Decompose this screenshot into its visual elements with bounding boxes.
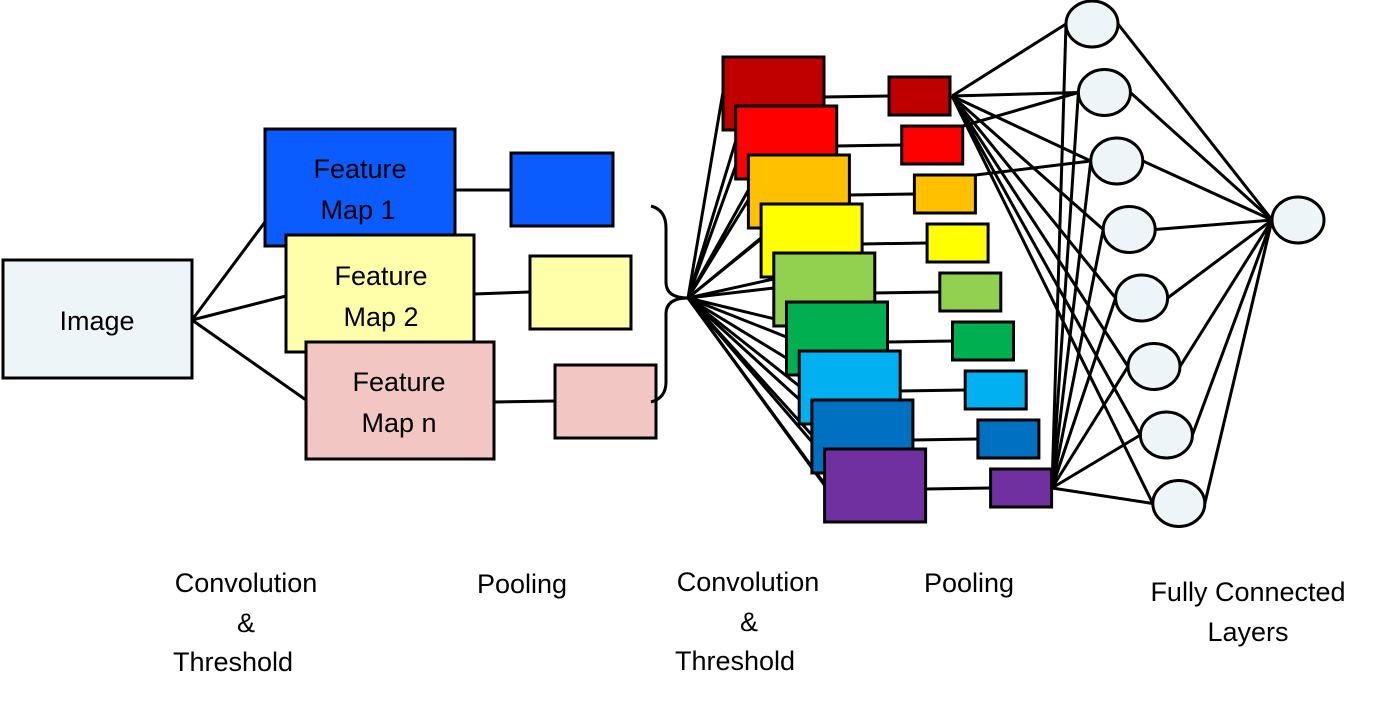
map-to-pool-line-4 (861, 241, 928, 246)
brace-to-map-line-6a (687, 296, 788, 339)
conv2-label-line3: Threshold (675, 646, 795, 676)
map-to-pool-line-5 (873, 290, 940, 295)
map-to-pool-line-7 (899, 388, 966, 393)
pooled-map-2 (528, 254, 633, 331)
feature-map-2-line2: Map 2 (343, 302, 418, 332)
fc-output-line-5 (1166, 218, 1273, 300)
pool2-map-4 (925, 222, 990, 264)
image-to-map1-line (190, 221, 267, 321)
fc-bottom-line-1 (1050, 23, 1068, 489)
map-to-pool-line-6 (886, 339, 953, 344)
fc-output-line-2 (1129, 91, 1274, 222)
fc-bottom-line-3 (1050, 160, 1093, 489)
brace-to-map-line-7a (687, 296, 801, 388)
conv1-label-line3: Threshold (173, 647, 293, 677)
second-conv-pool-stage (721, 55, 1054, 524)
feature-map-2-line1: Feature (334, 261, 427, 291)
fc-output-node (1270, 195, 1326, 245)
image-box (1, 258, 194, 380)
image-label: Image (59, 306, 134, 336)
conv2-label-line2: & (740, 607, 758, 637)
fc-bottom-line-7 (1051, 433, 1142, 490)
image-to-map2-line (191, 294, 287, 322)
fc-top-line-2 (951, 91, 1079, 98)
fc-top-line-1 (951, 22, 1067, 98)
fc-label-line1: Fully Connected (1150, 577, 1345, 607)
pool2-map-3 (912, 173, 977, 215)
brace-to-map-line-5a (687, 286, 774, 300)
fc-hidden-node-2 (1076, 68, 1132, 117)
fc-hidden-node-1 (1064, 0, 1120, 49)
fc-top-line-4 (951, 94, 1105, 231)
pooled-map-1 (509, 151, 615, 228)
map-to-pool-line-2 (835, 143, 902, 148)
fc-hidden-node-4 (1101, 205, 1157, 254)
fc-hidden-node-6 (1126, 342, 1182, 391)
feature-map-2-box (284, 233, 476, 354)
map2-to-pool2-line (473, 290, 531, 296)
pool2-map-7 (963, 369, 1028, 411)
pool2-map-8 (976, 418, 1041, 460)
conv1-label-line2: & (237, 608, 255, 638)
stage-labels: Convolution & Threshold Pooling Convolut… (173, 567, 1346, 677)
fc-mid-line-1 (962, 91, 1079, 128)
fc-output-line-8 (1203, 219, 1274, 504)
pool1-label: Pooling (477, 569, 567, 599)
feature-map-2: Feature Map 2 (284, 233, 476, 354)
fully-connected-layers (1064, 0, 1326, 528)
fc-bottom-line-2 (1050, 92, 1080, 489)
fc-output-line-1 (1116, 23, 1274, 221)
pool2-map-2 (900, 124, 965, 166)
fc-label-line2: Layers (1207, 617, 1288, 647)
mapn-to-pooln-line (493, 399, 556, 404)
fc-top-line-8 (950, 95, 1155, 505)
feature-map-n-line2: Map n (361, 408, 436, 438)
fc-hidden-node-3 (1089, 136, 1145, 186)
fc-output-line-7 (1190, 219, 1274, 436)
pool2-map-1 (887, 75, 952, 117)
pool2-label: Pooling (924, 568, 1014, 598)
image-to-mapn-line (191, 318, 307, 402)
brace-to-map-line-2a (686, 140, 738, 299)
conv2-label-line1: Convolution (677, 567, 820, 597)
feature-map-n-line1: Feature (352, 367, 445, 397)
brace-to-map-line-3a (686, 189, 750, 299)
fc-top-line-7 (950, 95, 1142, 436)
feature-map-1-line1: Feature (313, 154, 406, 184)
map-to-pool-line-1 (822, 94, 890, 99)
fc-top-line-6 (950, 95, 1130, 368)
image-input: Image (1, 258, 194, 380)
feature-map-n: Feature Map n (304, 340, 496, 461)
feature-map-1-line2: Map 1 (320, 195, 395, 225)
fc-bottom-line-6 (1050, 365, 1130, 489)
fc-top-line-5 (950, 95, 1117, 299)
brace-to-map-line-1a (686, 91, 725, 299)
pool2-map-6 (951, 320, 1015, 362)
conv2-feature-map-9 (823, 447, 928, 524)
grouping-brace (650, 204, 689, 404)
fc-output-line-4 (1155, 218, 1273, 231)
conv1-label-line1: Convolution (175, 568, 318, 598)
feature-map-1-box (263, 127, 457, 248)
fc-hidden-node-8 (1151, 479, 1207, 528)
fc-hidden-node-5 (1114, 273, 1170, 323)
fc-output-line-6 (1178, 219, 1274, 368)
fc-top-line-3 (951, 94, 1092, 163)
pooled-map-n (553, 363, 658, 440)
pool2-map-5 (938, 271, 1003, 313)
pool2-map-9 (989, 467, 1054, 509)
brace-to-map-line-4b (687, 274, 788, 300)
map-to-pool-line-3 (848, 192, 915, 197)
map-to-pool-line-9 (924, 486, 991, 491)
feature-map-n-box (304, 340, 496, 461)
fc-bottom-line-8 (1051, 486, 1154, 505)
brace-to-map-line-4a (687, 237, 763, 300)
feature-map-1: Feature Map 1 (263, 127, 457, 248)
fc-hidden-node-7 (1138, 410, 1194, 460)
fc-output-line-3 (1142, 159, 1273, 222)
map-to-pool-line-8 (911, 437, 978, 442)
fc-mid-line-2 (975, 159, 1091, 177)
